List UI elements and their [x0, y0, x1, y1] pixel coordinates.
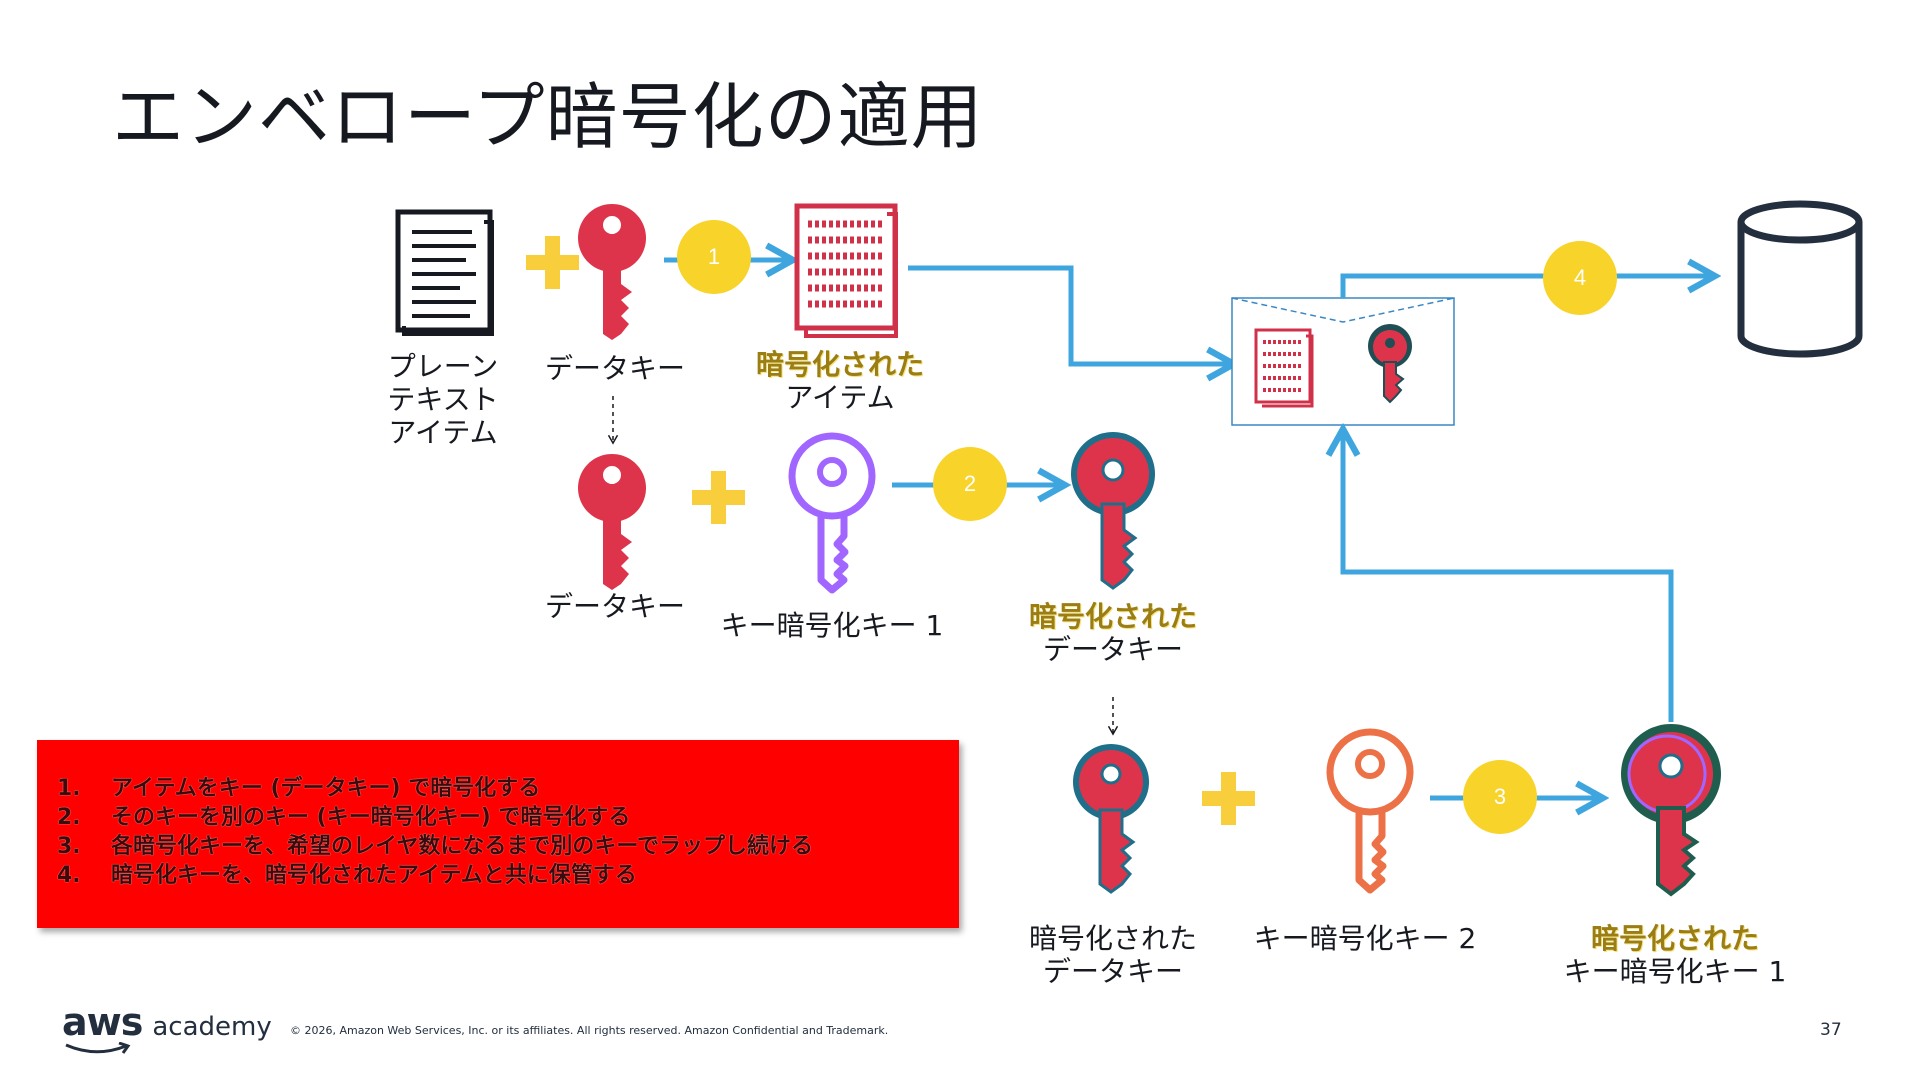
steps-notes-box: 1. アイテムをキー (データキー) で暗号化する 2. そのキーを別のキー (キー…	[37, 740, 959, 928]
aws-smile-icon	[65, 1042, 131, 1054]
step-note: 1. アイテムをキー (データキー) で暗号化する	[57, 774, 959, 803]
slide-title: エンベロープ暗号化の適用	[112, 75, 984, 159]
step-note-number: 1.	[57, 776, 81, 801]
encrypted-item-prefix: 暗号化された	[755, 348, 924, 381]
data-key-middle-label: データキー	[544, 590, 685, 623]
step-note-number: 4.	[57, 863, 81, 888]
step-note: 3. 各暗号化キーを、希望のレイヤ数になるまで別のキーでラップし続ける	[57, 832, 959, 861]
step2-badge	[933, 447, 1007, 521]
encrypted-kek1-suffix: キー暗号化キー 1	[1563, 955, 1787, 988]
step-note-text: アイテムをキー (データキー) で暗号化する	[111, 776, 541, 801]
step-note-number: 2.	[57, 805, 81, 830]
encrypted-data-key-label: 暗号化された データキー	[1013, 600, 1213, 666]
envelope-icon	[1231, 297, 1455, 426]
kek2-key-icon	[1326, 728, 1414, 894]
encrypted-item-suffix: アイテム	[785, 381, 895, 414]
page-number: 37	[1820, 1020, 1842, 1040]
plus-icon	[526, 236, 579, 289]
plus-icon	[1202, 772, 1255, 825]
step4-badge	[1543, 241, 1617, 315]
logo-aws: aws	[62, 1000, 143, 1044]
step2-number: 2	[964, 471, 976, 496]
step1-badge	[677, 220, 751, 294]
encrypted-data-key-prefix: 暗号化された	[1028, 600, 1197, 633]
encrypted-data-key-bottom-icon	[1073, 744, 1150, 894]
kek1-key-icon	[788, 432, 876, 594]
encrypted-data-key-suffix: データキー	[1042, 633, 1183, 666]
steps-list: 1. アイテムをキー (データキー) で暗号化する 2. そのキーを別のキー (キー…	[37, 740, 959, 890]
step1-number: 1	[708, 244, 720, 269]
kek-to-envelope-arrow	[1343, 432, 1674, 722]
data-key-middle-icon	[578, 454, 647, 590]
step3-badge	[1463, 760, 1537, 834]
encrypted-data-key-icon	[1071, 432, 1156, 590]
kek1-label: キー暗号化キー 1	[720, 609, 944, 642]
step-note: 2. そのキーを別のキー (キー暗号化キー) で暗号化する	[57, 803, 959, 832]
data-key-label: データキー	[544, 352, 685, 385]
database-icon	[1737, 200, 1863, 358]
logo-academy: academy	[152, 1012, 272, 1042]
aws-academy-logo: aws academy	[62, 1000, 272, 1054]
step-note-text: 各暗号化キーを、希望のレイヤ数になるまで別のキーでラップし続ける	[111, 834, 814, 859]
copyright-text: © 2026, Amazon Web Services, Inc. or its…	[290, 1024, 889, 1037]
encrypted-item-label: 暗号化された アイテム	[740, 348, 940, 414]
step-note-text: そのキーを別のキー (キー暗号化キー) で暗号化する	[111, 805, 631, 830]
data-key-icon	[578, 204, 647, 340]
step4-number: 4	[1574, 265, 1586, 290]
step-note-text: 暗号化キーを、暗号化されたアイテムと共に保管する	[111, 863, 637, 888]
step-note: 4. 暗号化キーを、暗号化されたアイテムと共に保管する	[57, 861, 959, 890]
encrypted-data-key-bottom-label: 暗号化された データキー	[1028, 922, 1197, 988]
plus-icon	[692, 471, 745, 524]
kek2-label: キー暗号化キー 2	[1253, 922, 1477, 955]
encrypted-document-icon	[794, 203, 898, 338]
item-to-envelope-arrow	[908, 265, 1231, 364]
step-note-number: 3.	[57, 834, 81, 859]
encrypted-kek1-key-icon	[1621, 724, 1722, 897]
plaintext-document-icon	[395, 209, 494, 336]
step3-number: 3	[1494, 784, 1506, 809]
encrypted-kek1-label: 暗号化された キー暗号化キー 1	[1550, 922, 1800, 988]
plaintext-item-label: プレーン テキスト アイテム	[387, 350, 499, 449]
step4-arrow	[1340, 276, 1712, 298]
encrypted-kek1-prefix: 暗号化された	[1590, 922, 1759, 955]
